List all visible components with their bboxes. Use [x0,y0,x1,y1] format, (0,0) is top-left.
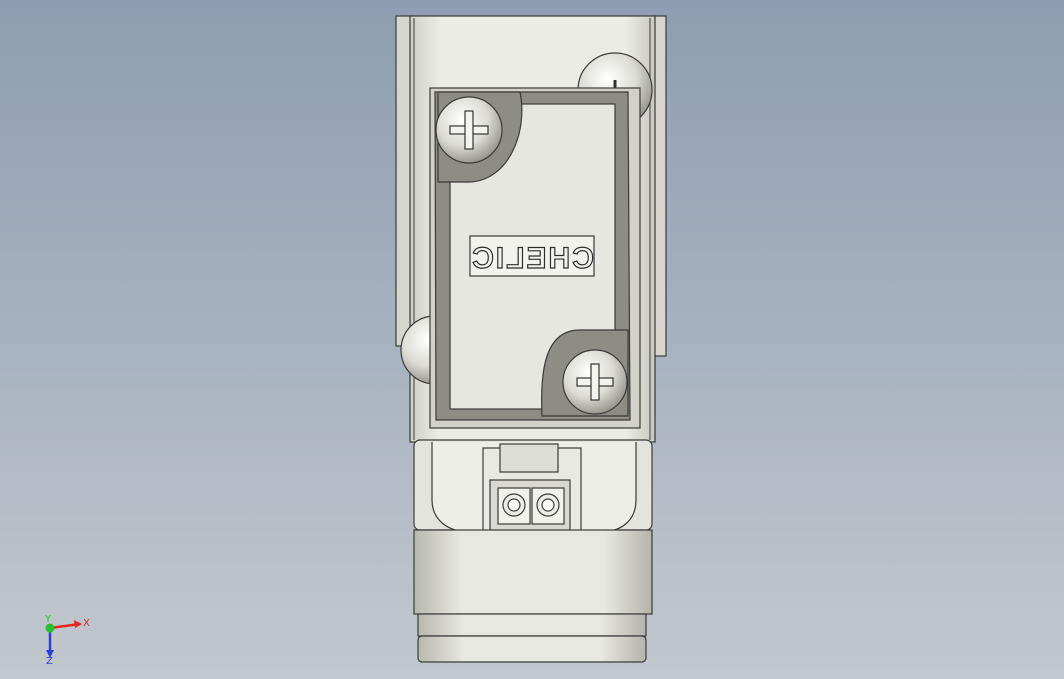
coordinate-triad[interactable]: X Y Z [40,612,96,668]
valve-port-flange [417,613,647,637]
phillips-screw-icon [435,96,503,164]
brand-label: CHELIC [470,242,594,275]
phillips-screw-icon [562,349,628,415]
brand-label-plate [469,235,595,277]
x-axis-label: X [83,618,90,629]
y-axis-label: Y [44,614,52,625]
valve-port-ring [417,635,647,663]
z-axis-label: Z [46,656,53,667]
solenoid-valve-model[interactable] [395,15,667,663]
valve-base [413,529,653,615]
y-axis-point [45,623,55,633]
two-pin-connector-icon [497,487,565,525]
